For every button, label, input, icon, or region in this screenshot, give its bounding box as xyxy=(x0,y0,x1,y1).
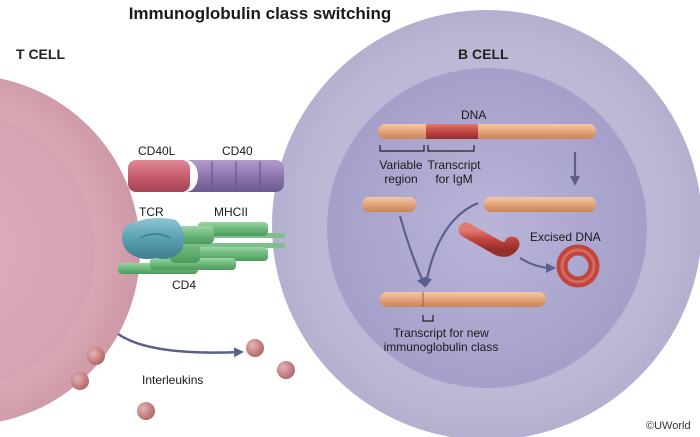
cd40l-label: CD40L xyxy=(138,144,176,158)
dna-label: DNA xyxy=(461,108,487,122)
recombined-dna xyxy=(380,292,546,322)
excised-dna-label: Excised DNA xyxy=(530,230,601,244)
transcript-igm-label: Transcript for IgM xyxy=(422,158,486,186)
b-cell-label: B CELL xyxy=(458,46,509,62)
mhcii-label: MHCII xyxy=(214,205,248,219)
new-transcript-line1: Transcript for new xyxy=(393,326,489,340)
new-transcript-label: Transcript for new immunoglobulin class xyxy=(370,326,512,354)
dna-brackets xyxy=(379,145,475,152)
t-cell xyxy=(0,78,140,422)
variable-region-line2: region xyxy=(384,172,418,186)
mhcii-domain xyxy=(198,222,268,236)
process-arrows xyxy=(398,152,580,288)
new-transcript-line2: immunoglobulin class xyxy=(383,340,499,354)
copyright-label: ©UWorld xyxy=(646,420,691,432)
mhcii-domain xyxy=(198,247,268,261)
transcript-igm-line1: Transcript xyxy=(427,158,481,172)
transcript-igm-line2: for IgM xyxy=(435,172,473,186)
cd4-label: CD4 xyxy=(172,278,197,292)
cd40l-molecule xyxy=(128,160,190,192)
arrow-to-ring xyxy=(519,257,556,273)
t-cell-label: T CELL xyxy=(16,46,65,62)
excised-dna-loop xyxy=(458,222,520,257)
tcr-molecule xyxy=(139,233,171,239)
tcr-label: TCR xyxy=(139,205,164,219)
interleukin xyxy=(277,361,295,379)
cd4-domain xyxy=(178,226,214,244)
cd40-molecule xyxy=(186,160,284,192)
arrow-to-recombined xyxy=(398,215,427,288)
mhcii-stalk xyxy=(200,243,285,248)
interleukins-label: Interleukins xyxy=(142,373,204,387)
dna-strand xyxy=(378,124,596,139)
interleukin-arrow xyxy=(117,333,244,358)
interleukin xyxy=(137,402,155,420)
arrow-to-recombined xyxy=(422,201,479,288)
interleukin xyxy=(71,372,89,390)
interleukin-molecules xyxy=(71,339,295,420)
tcr-molecule xyxy=(122,218,184,259)
variable-region-label: Variable region xyxy=(370,158,432,186)
tcr-mhcii-cd4-complex xyxy=(118,218,285,274)
igm-segment xyxy=(426,124,478,139)
diagram-title: Immunoglobulin class switching xyxy=(128,4,392,23)
b-cell-nucleus xyxy=(327,68,647,388)
interleukin xyxy=(87,347,105,365)
b-cell xyxy=(272,10,700,437)
dna-segments-middle xyxy=(362,197,596,257)
constant-segment xyxy=(484,197,596,212)
variable-segment xyxy=(362,197,416,212)
variable-region-line1: Variable xyxy=(379,158,423,172)
cd40l-cd40-complex xyxy=(128,160,284,192)
interleukin xyxy=(246,339,264,357)
excised-dna-ring xyxy=(556,244,600,288)
cd40-label: CD40 xyxy=(222,144,253,158)
